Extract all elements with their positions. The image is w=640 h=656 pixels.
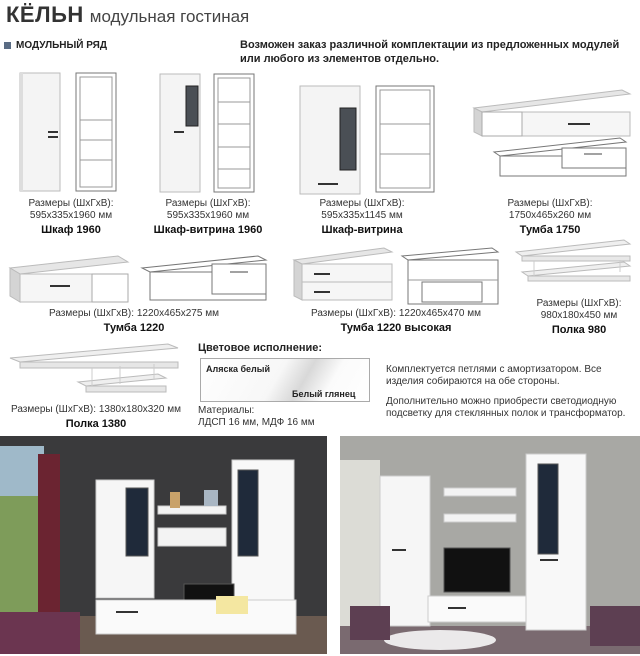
wardrobe-1960-illustration — [19, 72, 117, 192]
module-caption: Размеры (ШхГхВ): 1220х465х275 мм Тумба 1… — [34, 308, 234, 334]
module-caption: Размеры (ШхГхВ): 1380х180х320 мм Полка 1… — [4, 404, 188, 430]
shelf-1380-illustration — [9, 343, 179, 393]
page-title: КЁЛЬН модульная гостиная — [6, 2, 249, 28]
brand-name: КЁЛЬН — [6, 2, 84, 27]
display-cabinet-illustration — [299, 85, 435, 195]
module-dims: Размеры (ШхГхВ): 1220х465х275 мм — [49, 308, 219, 319]
materials: Материалы: ЛДСП 16 мм, МДФ 16 мм — [198, 405, 315, 429]
module-name: Тумба 1220 высокая — [340, 322, 452, 334]
section-bullet-icon — [4, 42, 11, 49]
module-caption: Размеры (ШхГхВ): 595х335х1960 мм Шкаф 19… — [16, 198, 126, 236]
materials-label: Материалы: — [198, 405, 255, 416]
tv-stand-1750-illustration — [472, 89, 632, 177]
module-caption: Размеры (ШхГхВ): 980х180х450 мм Полка 98… — [532, 298, 626, 336]
module-caption: Размеры (ШхГхВ): 1750х465х260 мм Тумба 1… — [498, 198, 602, 236]
intro-text: Возможен заказ различной комплектации из… — [240, 39, 620, 65]
module-dims: Размеры (ШхГхВ): 1380х180х320 мм — [11, 404, 181, 415]
tv-stand-1220-illustration — [8, 255, 268, 303]
display-cabinet-1960-illustration — [159, 73, 255, 193]
note-hinges: Комплектуется петлями с амортизатором. В… — [386, 364, 602, 387]
materials-value: ЛДСП 16 мм, МДФ 16 мм — [198, 417, 315, 428]
tv-stand-1220-high-illustration — [292, 247, 500, 305]
section-heading: МОДУЛЬНЫЙ РЯД — [4, 40, 107, 51]
module-dims: Размеры (ШхГхВ): 1750х465х260 мм — [507, 198, 593, 221]
module-caption: Размеры (ШхГхВ): 595х335х1145 мм Шкаф-ви… — [306, 198, 418, 236]
module-name: Полка 1380 — [65, 418, 127, 430]
module-dims: Размеры (ШхГхВ): 595х335х1960 мм — [28, 198, 114, 221]
note-led: Дополнительно можно приобрести светодиод… — [386, 396, 626, 419]
module-name: Шкаф-витрина 1960 — [153, 224, 263, 236]
room-photo-right — [340, 436, 640, 654]
module-name: Полка 980 — [551, 324, 607, 336]
color-white-gloss: Белый глянец — [292, 389, 356, 399]
color-alaska-white: Аляска белый — [206, 364, 270, 374]
room-photo-left — [0, 436, 327, 654]
section-label: МОДУЛЬНЫЙ РЯД — [16, 40, 107, 51]
module-caption: Размеры (ШхГхВ): 1220х465х470 мм Тумба 1… — [296, 308, 496, 334]
brand-subtitle: модульная гостиная — [89, 7, 250, 26]
color-options-heading: Цветовое исполнение: — [198, 342, 323, 354]
module-dims: Размеры (ШхГхВ): 980х180х450 мм — [536, 298, 622, 321]
color-swatch — [200, 358, 370, 402]
module-name: Шкаф-витрина — [321, 224, 403, 236]
module-dims: Размеры (ШхГхВ): 595х335х1960 мм — [165, 198, 251, 221]
shelf-980-illustration — [514, 239, 632, 282]
notes: Комплектуется петлями с амортизатором. В… — [386, 364, 636, 428]
module-name: Тумба 1750 — [519, 224, 581, 236]
module-dims: Размеры (ШхГхВ): 595х335х1145 мм — [319, 198, 405, 221]
module-dims: Размеры (ШхГхВ): 1220х465х470 мм — [311, 308, 481, 319]
module-name: Шкаф 1960 — [41, 224, 101, 236]
module-name: Тумба 1220 — [103, 322, 165, 334]
module-caption: Размеры (ШхГхВ): 595х335х1960 мм Шкаф-ви… — [152, 198, 264, 236]
